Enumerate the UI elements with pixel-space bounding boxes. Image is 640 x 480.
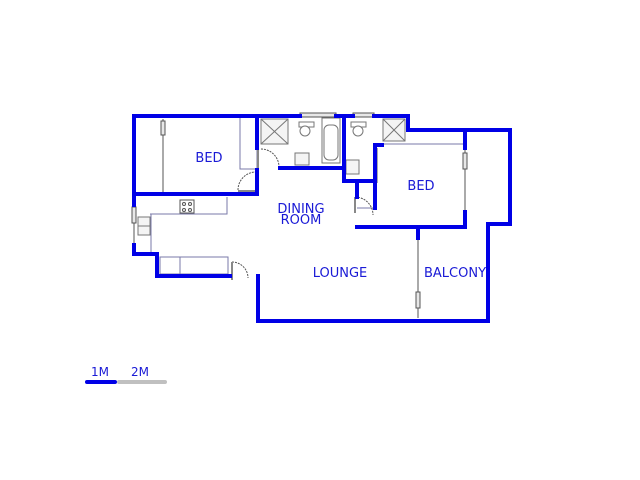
walls[interactable]	[132, 114, 512, 323]
room-label-bed1: BED	[195, 151, 223, 166]
scale-label-2m: 2M	[131, 365, 149, 379]
scale-label-1m: 1M	[91, 365, 109, 379]
door-leaf	[231, 148, 356, 280]
stove-icon	[179, 199, 195, 214]
room-label-balcony: BALCONY	[423, 266, 487, 281]
basin-icon	[294, 152, 360, 175]
door-icon	[231, 148, 374, 279]
scale-bar: 1M 2M	[85, 365, 167, 385]
sink-icon	[137, 216, 151, 236]
scale-bar-primary	[85, 380, 117, 384]
scale-bar-secondary	[117, 380, 167, 384]
room-label-room: ROOM	[280, 213, 322, 228]
shower-icon	[260, 118, 406, 145]
toilet-icon	[298, 121, 367, 137]
room-label-bed2: BED	[407, 179, 435, 194]
bathtub-icon	[321, 117, 341, 164]
room-label-dining: DINING	[277, 202, 325, 217]
room-label-lounge: LOUNGE	[312, 266, 368, 281]
